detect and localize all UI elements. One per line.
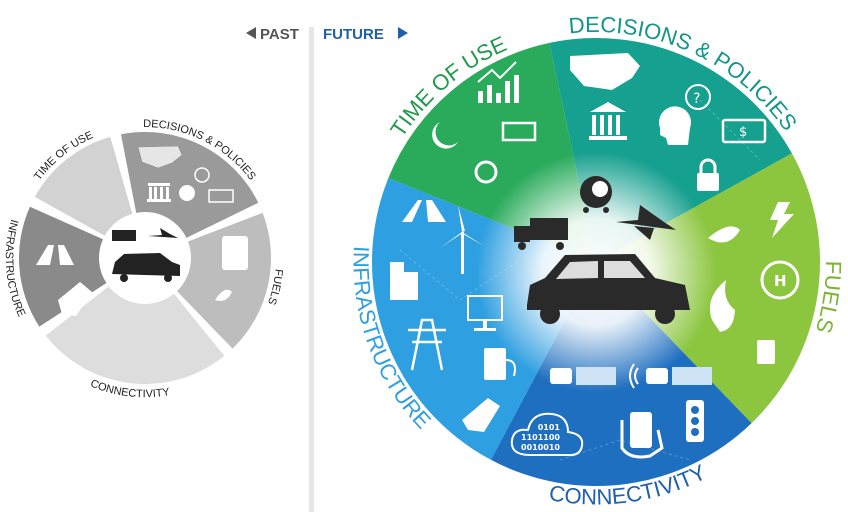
fuel-can-icon xyxy=(757,340,775,364)
road-icon xyxy=(36,245,74,265)
past-label: PAST xyxy=(260,26,299,43)
binary-line: 1101100 xyxy=(521,433,560,442)
speech-bubble-icon xyxy=(194,167,210,183)
road-icon xyxy=(402,200,446,222)
head-icon xyxy=(658,106,691,145)
car-wheel-icon xyxy=(120,274,128,282)
airplane-icon xyxy=(148,228,178,238)
oil-barrel-icon xyxy=(222,236,248,270)
bar-chart-trend-icon xyxy=(478,75,519,103)
dollar-glyph: $ xyxy=(739,125,747,140)
leaf-drop-icon xyxy=(215,289,232,301)
future-icons: ? $ H 0101 1101100 0010010 xyxy=(390,53,800,459)
past-icons xyxy=(36,145,248,316)
car-icon xyxy=(527,254,690,324)
future-hub xyxy=(476,152,716,392)
question-mark-glyph: ? xyxy=(693,91,700,107)
solar-panel-icon xyxy=(467,295,503,331)
future-label-group: FUTURE xyxy=(323,26,408,43)
binary-line: 0010010 xyxy=(521,443,560,452)
network-decoration xyxy=(399,99,761,461)
binary-line: 0101 xyxy=(538,423,561,432)
sun-icon xyxy=(474,160,498,184)
hydrogen-glyph: H xyxy=(774,272,787,290)
head-icon xyxy=(179,185,195,201)
autonomous-pod-icon xyxy=(580,176,612,213)
segment-connectivity xyxy=(45,286,225,385)
us-map-icon xyxy=(570,53,640,90)
smartphone-hand-icon xyxy=(620,412,664,459)
flame-icon xyxy=(709,280,735,332)
trend-arrow-icon xyxy=(477,61,517,83)
platooning-trucks-icon xyxy=(550,367,712,385)
car-wheel-icon xyxy=(164,274,172,282)
battery-icon xyxy=(501,121,537,142)
us-map-icon xyxy=(137,145,183,169)
ev-charger-icon xyxy=(484,348,516,380)
left-arrow-icon xyxy=(246,27,256,39)
past-hub xyxy=(105,218,185,298)
future-label: FUTURE xyxy=(323,26,384,43)
past-future-divider xyxy=(309,27,314,512)
wireless-signal-icon xyxy=(629,363,639,389)
money-icon xyxy=(721,118,767,144)
government-building-icon xyxy=(147,183,171,202)
speech-bubble-icon xyxy=(685,84,711,110)
leaf-drop-icon xyxy=(708,226,740,243)
cloud-icon xyxy=(510,412,584,457)
lightning-icon xyxy=(770,202,794,238)
money-icon xyxy=(208,189,234,203)
airplane-icon xyxy=(616,205,676,240)
hydrogen-icon xyxy=(760,260,800,300)
padlock-icon xyxy=(697,158,719,191)
moon-star-icon xyxy=(432,122,458,149)
buildings-icon xyxy=(390,262,418,300)
power-tower-icon xyxy=(408,318,446,371)
truck-icon xyxy=(514,218,568,250)
truck-icon xyxy=(112,230,136,241)
past-label-group: PAST xyxy=(246,26,299,43)
wind-turbine-icon xyxy=(440,205,484,274)
fuel-nozzle-icon xyxy=(58,282,92,316)
fuel-nozzle-icon xyxy=(462,398,500,432)
government-building-icon xyxy=(589,102,627,140)
right-arrow-icon xyxy=(398,27,408,39)
segment-time-of-use xyxy=(34,136,133,236)
car-icon xyxy=(112,253,180,276)
traffic-light-icon xyxy=(686,400,704,442)
